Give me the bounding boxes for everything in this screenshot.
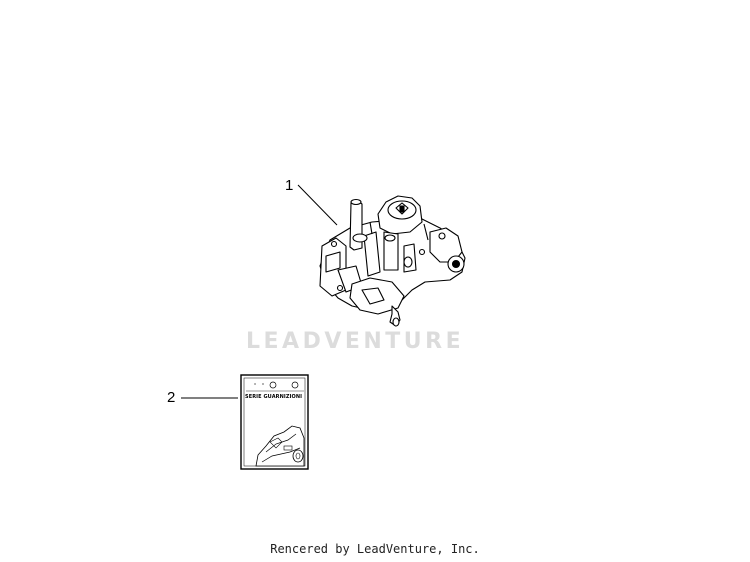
gasket-kit-illustration[interactable] <box>240 374 309 470</box>
callout-number-2[interactable]: 2 <box>167 389 176 406</box>
watermark: LEADVENTURE <box>246 329 465 354</box>
leader-line-1 <box>297 184 338 226</box>
footer-credit: Rencered by LeadVenture, Inc. <box>270 542 480 556</box>
gasket-kit-label: SERIE GUARNIZIONI <box>245 394 303 400</box>
carburetor-illustration[interactable] <box>319 195 466 327</box>
callout-number-1[interactable]: 1 <box>285 177 294 194</box>
